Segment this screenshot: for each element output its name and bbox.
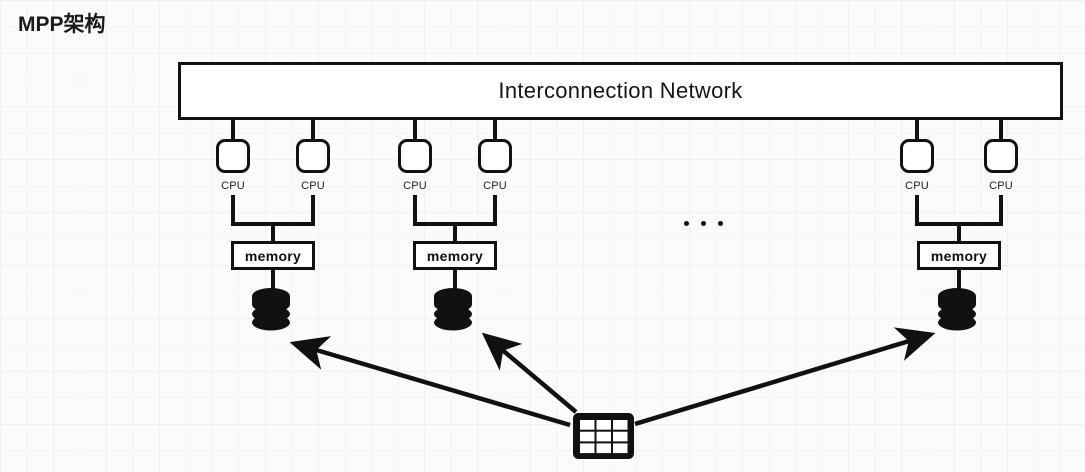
node2-memory-box: memory: [413, 241, 497, 270]
arrow-to-node-2: [481, 332, 578, 414]
table-grid-icon: [573, 413, 634, 459]
node2-cpu1-box: [398, 139, 432, 173]
link-node2-memory-to-storage: [453, 268, 457, 290]
noden-cpu1-box: [900, 139, 934, 173]
node2-memory-label: memory: [426, 247, 484, 264]
ellipsis-dot: [718, 221, 723, 226]
node1-cpu1-label: CPU: [221, 180, 245, 192]
arrow-to-node-1: [289, 336, 571, 428]
node1-memory-box: memory: [231, 241, 315, 270]
arrow-to-node-n: [634, 327, 936, 427]
link-bar-to-node1-cpu2: [311, 118, 315, 142]
interconnection-network-label: Interconnection Network: [498, 78, 743, 103]
link-bar-to-node2-cpu2: [493, 118, 497, 142]
horizontal-ellipsis-icon: [684, 221, 723, 226]
database-cylinder-icon: [252, 288, 290, 331]
link-noden-cpu1-down: [915, 195, 919, 224]
node2-cpu1-label: CPU: [403, 180, 427, 192]
link-node2-cpu2-down: [493, 195, 497, 224]
link-node1-bus-to-memory: [271, 222, 275, 243]
node1-cpu2-box: [296, 139, 330, 173]
link-noden-bus-to-memory: [957, 222, 961, 243]
link-node1-memory-to-storage: [271, 268, 275, 290]
node1-cpu2-label: CPU: [301, 180, 325, 192]
link-bar-to-noden-cpu2: [999, 118, 1003, 142]
link-noden-memory-to-storage: [957, 268, 961, 290]
noden-cpu2-box: [984, 139, 1018, 173]
node2-cpu2-label: CPU: [483, 180, 507, 192]
link-bar-to-node1-cpu1: [231, 118, 235, 142]
node1-database-cylinder-icon: [251, 287, 291, 331]
node1-cpu1-box: [216, 139, 250, 173]
link-bar-to-node2-cpu1: [413, 118, 417, 142]
noden-memory-label: memory: [930, 247, 988, 264]
table-grid-icon: [573, 413, 634, 459]
interconnection-network-bar: Interconnection Network: [178, 62, 1063, 120]
link-node1-cpu2-down: [311, 195, 315, 224]
link-node2-bus-to-memory: [453, 222, 457, 243]
ellipsis-dot: [684, 221, 689, 226]
noden-database-cylinder-icon: [937, 287, 977, 331]
node1-memory-label: memory: [244, 247, 302, 264]
noden-cpu1-label: CPU: [905, 180, 929, 192]
noden-cpu2-label: CPU: [989, 180, 1013, 192]
node2-database-cylinder-icon: [433, 287, 473, 331]
link-bar-to-noden-cpu1: [915, 118, 919, 142]
database-cylinder-icon: [938, 288, 976, 331]
database-cylinder-icon: [434, 288, 472, 331]
link-node2-cpu1-down: [413, 195, 417, 224]
page-title: MPP架构: [18, 13, 106, 36]
ellipsis-dot: [701, 221, 706, 226]
link-noden-cpu2-down: [999, 195, 1003, 224]
link-node1-cpu1-down: [231, 195, 235, 224]
node2-cpu2-box: [478, 139, 512, 173]
noden-memory-box: memory: [917, 241, 1001, 270]
